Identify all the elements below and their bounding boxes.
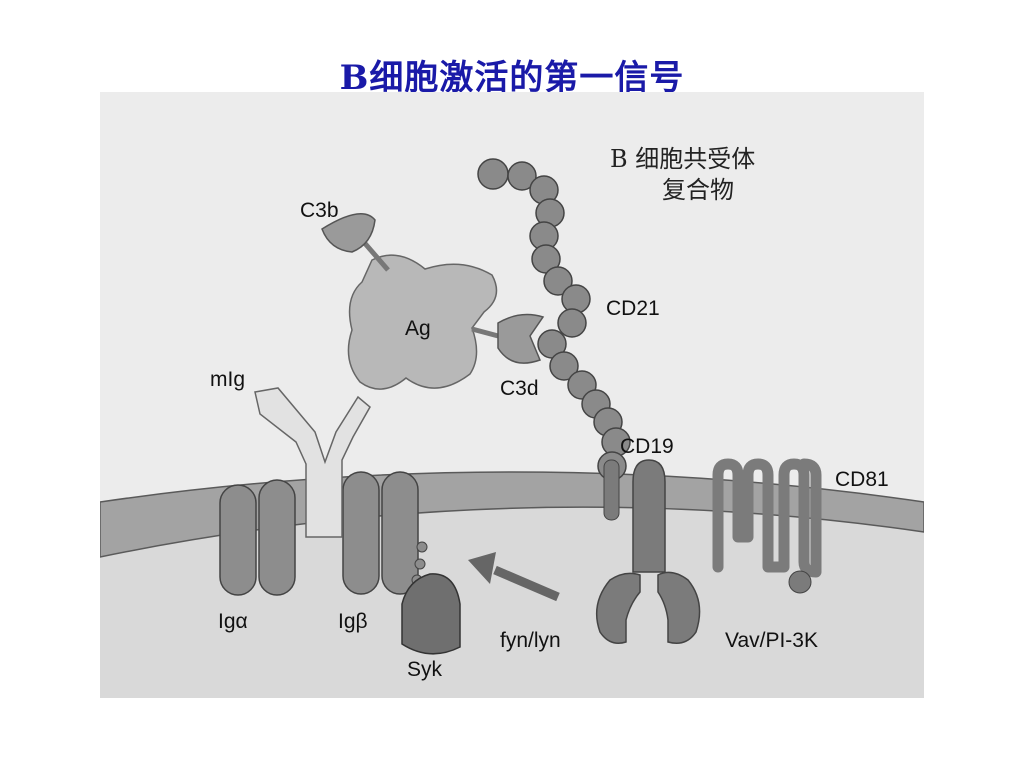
fyn-lyn-label: fyn/lyn — [500, 629, 561, 652]
cd21-domain — [557, 308, 587, 338]
cd81 — [712, 458, 822, 578]
cd19-label: CD19 — [620, 435, 674, 458]
fyn-lyn-kinases — [595, 571, 701, 644]
cd21-domain — [543, 266, 573, 296]
c3d-link — [471, 326, 503, 340]
ig-alpha — [219, 479, 296, 596]
slide-title: B细胞激活的第一信号 — [339, 58, 685, 98]
cd81-anchor — [788, 570, 812, 594]
cd21-label: CD21 — [606, 297, 660, 320]
c3b-fragment — [321, 213, 376, 253]
ig-beta-label: Igβ — [338, 610, 368, 633]
cd21-domain — [477, 158, 509, 190]
syk-label: Syk — [407, 658, 443, 681]
syk-kinase — [401, 573, 461, 655]
coreceptor-complex-label-line2: 复合物 — [662, 176, 734, 204]
coreceptor-complex-label-line1: B 细胞共受体 — [610, 145, 755, 173]
vav-pi3k-label: Vav/PI-3K — [725, 629, 818, 652]
cd21-domain — [561, 284, 591, 314]
ag-label: Ag — [405, 317, 431, 340]
cd21-chain — [477, 158, 631, 481]
cd81-label: CD81 — [835, 468, 889, 491]
mig-receptor — [254, 387, 371, 538]
antigen — [347, 254, 498, 390]
c3b-label: C3b — [300, 199, 339, 222]
ig-beta — [342, 471, 419, 595]
cd21-domain — [549, 351, 579, 381]
b-cell-coreceptor-diagram: B 细胞共受体 复合物 C3b Ag C3d CD21 CD19 CD81 mI… — [100, 92, 924, 698]
cd19 — [603, 459, 666, 573]
c3d-fragment — [497, 313, 545, 364]
cd21-domain — [507, 161, 537, 191]
ig-alpha-label: Igα — [218, 610, 248, 633]
itam-phosphates — [411, 541, 428, 586]
c3d-label: C3d — [500, 377, 539, 400]
c3b-link — [360, 238, 390, 272]
mig-label: mIg — [210, 368, 245, 391]
activation-arrow — [468, 552, 560, 602]
